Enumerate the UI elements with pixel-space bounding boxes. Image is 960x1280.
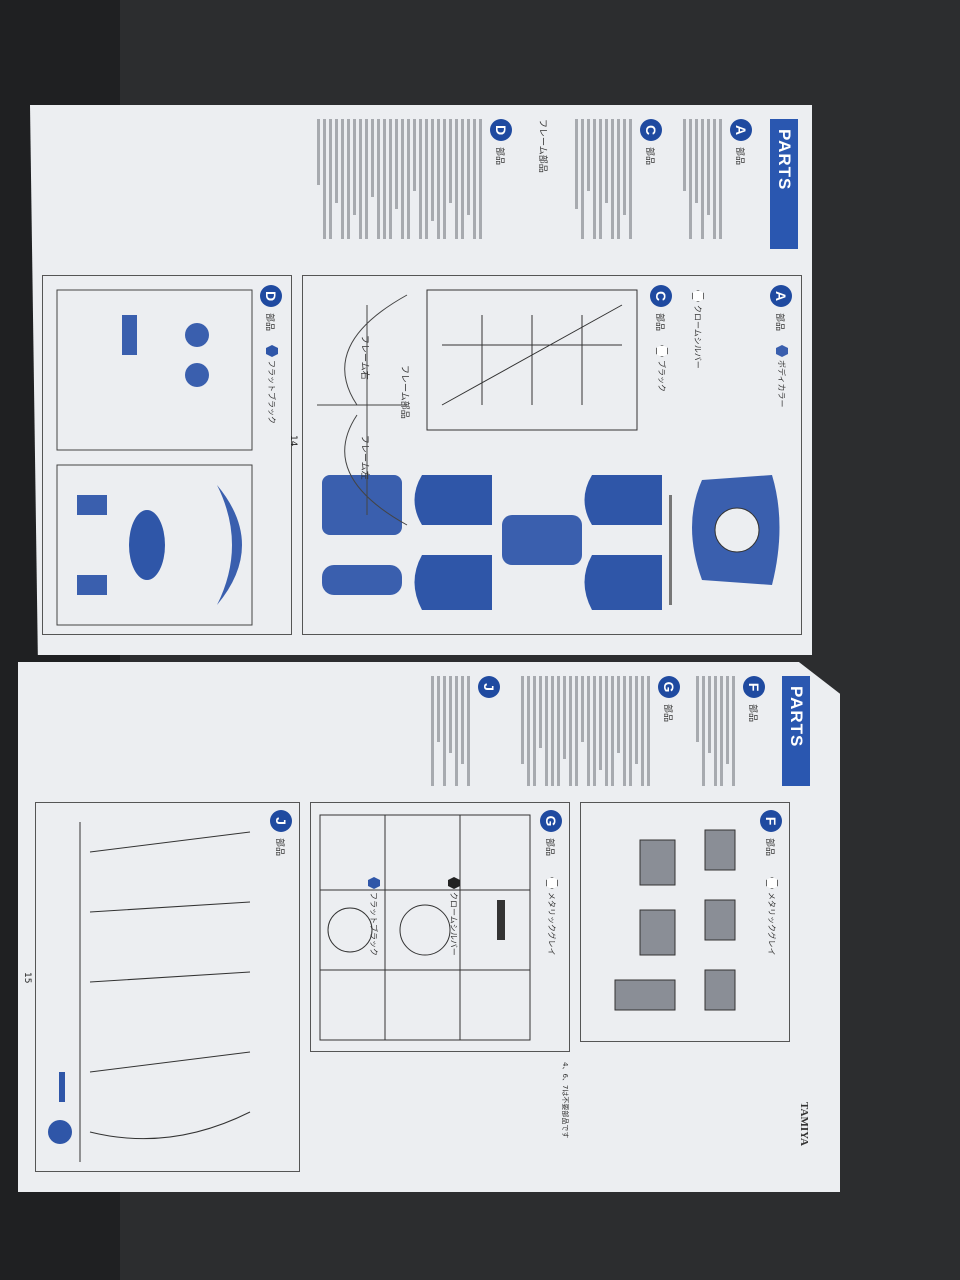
unused-parts-note: 4、6、7は不要部品です <box>561 1062 569 1139</box>
sprue-g-badge: G <box>540 810 562 832</box>
section-a-label: 部品 <box>734 147 744 166</box>
sprue-c-parts <box>426 289 638 431</box>
sprue-d-badge: D <box>260 285 282 307</box>
sprue-g-label: 部品 <box>544 838 554 857</box>
section-c-badge: C <box>640 119 662 141</box>
section-d-label: 部品 <box>494 147 504 166</box>
paint-hex-icon <box>656 345 668 357</box>
section-d-badge: D <box>490 119 512 141</box>
parts-header: PARTS <box>770 119 798 249</box>
paint-body-color: ボディカラー <box>776 345 788 407</box>
paint-black: ブラック <box>656 345 668 392</box>
sprue-a-label: 部品 <box>774 313 784 332</box>
parts-list-d <box>317 119 482 239</box>
section-a-badge: A <box>730 119 752 141</box>
section-f-badge: F <box>743 676 765 698</box>
frame-parts-heading: フレーム部品 <box>537 119 547 173</box>
section-g-label: 部品 <box>662 704 672 723</box>
sprue-f-badge: F <box>760 810 782 832</box>
paint-metallic-gray-g: メタリックグレイ <box>546 877 558 956</box>
sprue-c-label: 部品 <box>654 313 664 332</box>
sprue-d-parts <box>56 289 253 626</box>
section-c-label: 部品 <box>644 147 654 166</box>
section-g-badge: G <box>658 676 680 698</box>
paint-chrome-silver: クロームシルバー <box>448 877 460 956</box>
sprue-a-badge: A <box>770 285 792 307</box>
paint-hex-icon <box>448 877 460 889</box>
parts-list-f <box>696 676 735 786</box>
parts-header: PARTS <box>782 676 810 786</box>
parts-list-j <box>431 676 470 786</box>
sprue-f-label: 部品 <box>764 838 774 857</box>
paint-hex-icon <box>776 345 788 357</box>
sprue-d-label: 部品 <box>264 313 274 332</box>
section-f-label: 部品 <box>747 704 757 723</box>
paint-flat-black-g: フラットブラック <box>368 877 380 956</box>
parts-list-a <box>683 119 722 239</box>
paint-metallic-gray: メタリックグレイ <box>766 877 778 956</box>
sprue-j-badge: J <box>270 810 292 832</box>
sprue-c-badge: C <box>650 285 672 307</box>
paint-hex-icon <box>692 290 704 302</box>
frame-sprue <box>317 294 408 526</box>
section-j-badge: J <box>478 676 500 698</box>
page-number-15: 15 <box>22 972 32 984</box>
sprue-f-parts <box>614 829 736 1011</box>
manual-page-15: PARTS F 部品 G 部品 J F 部品 メタリックグレイ TAMIYA 4… <box>18 662 840 1192</box>
page-number-14: 14 <box>288 435 298 447</box>
paint-flat-black: フラットブラック <box>266 345 278 424</box>
paint-chrome: クロームシルバー <box>692 290 704 369</box>
paint-hex-icon <box>266 345 278 357</box>
manual-page-14: PARTS A 部品 C 部品 フレーム部品 D 部品 A 部品 ボディカラー … <box>30 105 812 655</box>
parts-list-g <box>521 676 650 786</box>
sprue-a-parts <box>322 475 780 610</box>
sprue-j-label: 部品 <box>274 838 284 857</box>
parts-list-c <box>575 119 632 239</box>
paint-hex-icon <box>368 877 380 889</box>
brand-tamiya: TAMIYA <box>798 1102 810 1147</box>
paint-hex-icon <box>766 877 778 889</box>
paint-hex-icon <box>546 877 558 889</box>
sprue-g-parts <box>319 814 531 1041</box>
sprue-j-exhaust-parts <box>48 822 251 1162</box>
